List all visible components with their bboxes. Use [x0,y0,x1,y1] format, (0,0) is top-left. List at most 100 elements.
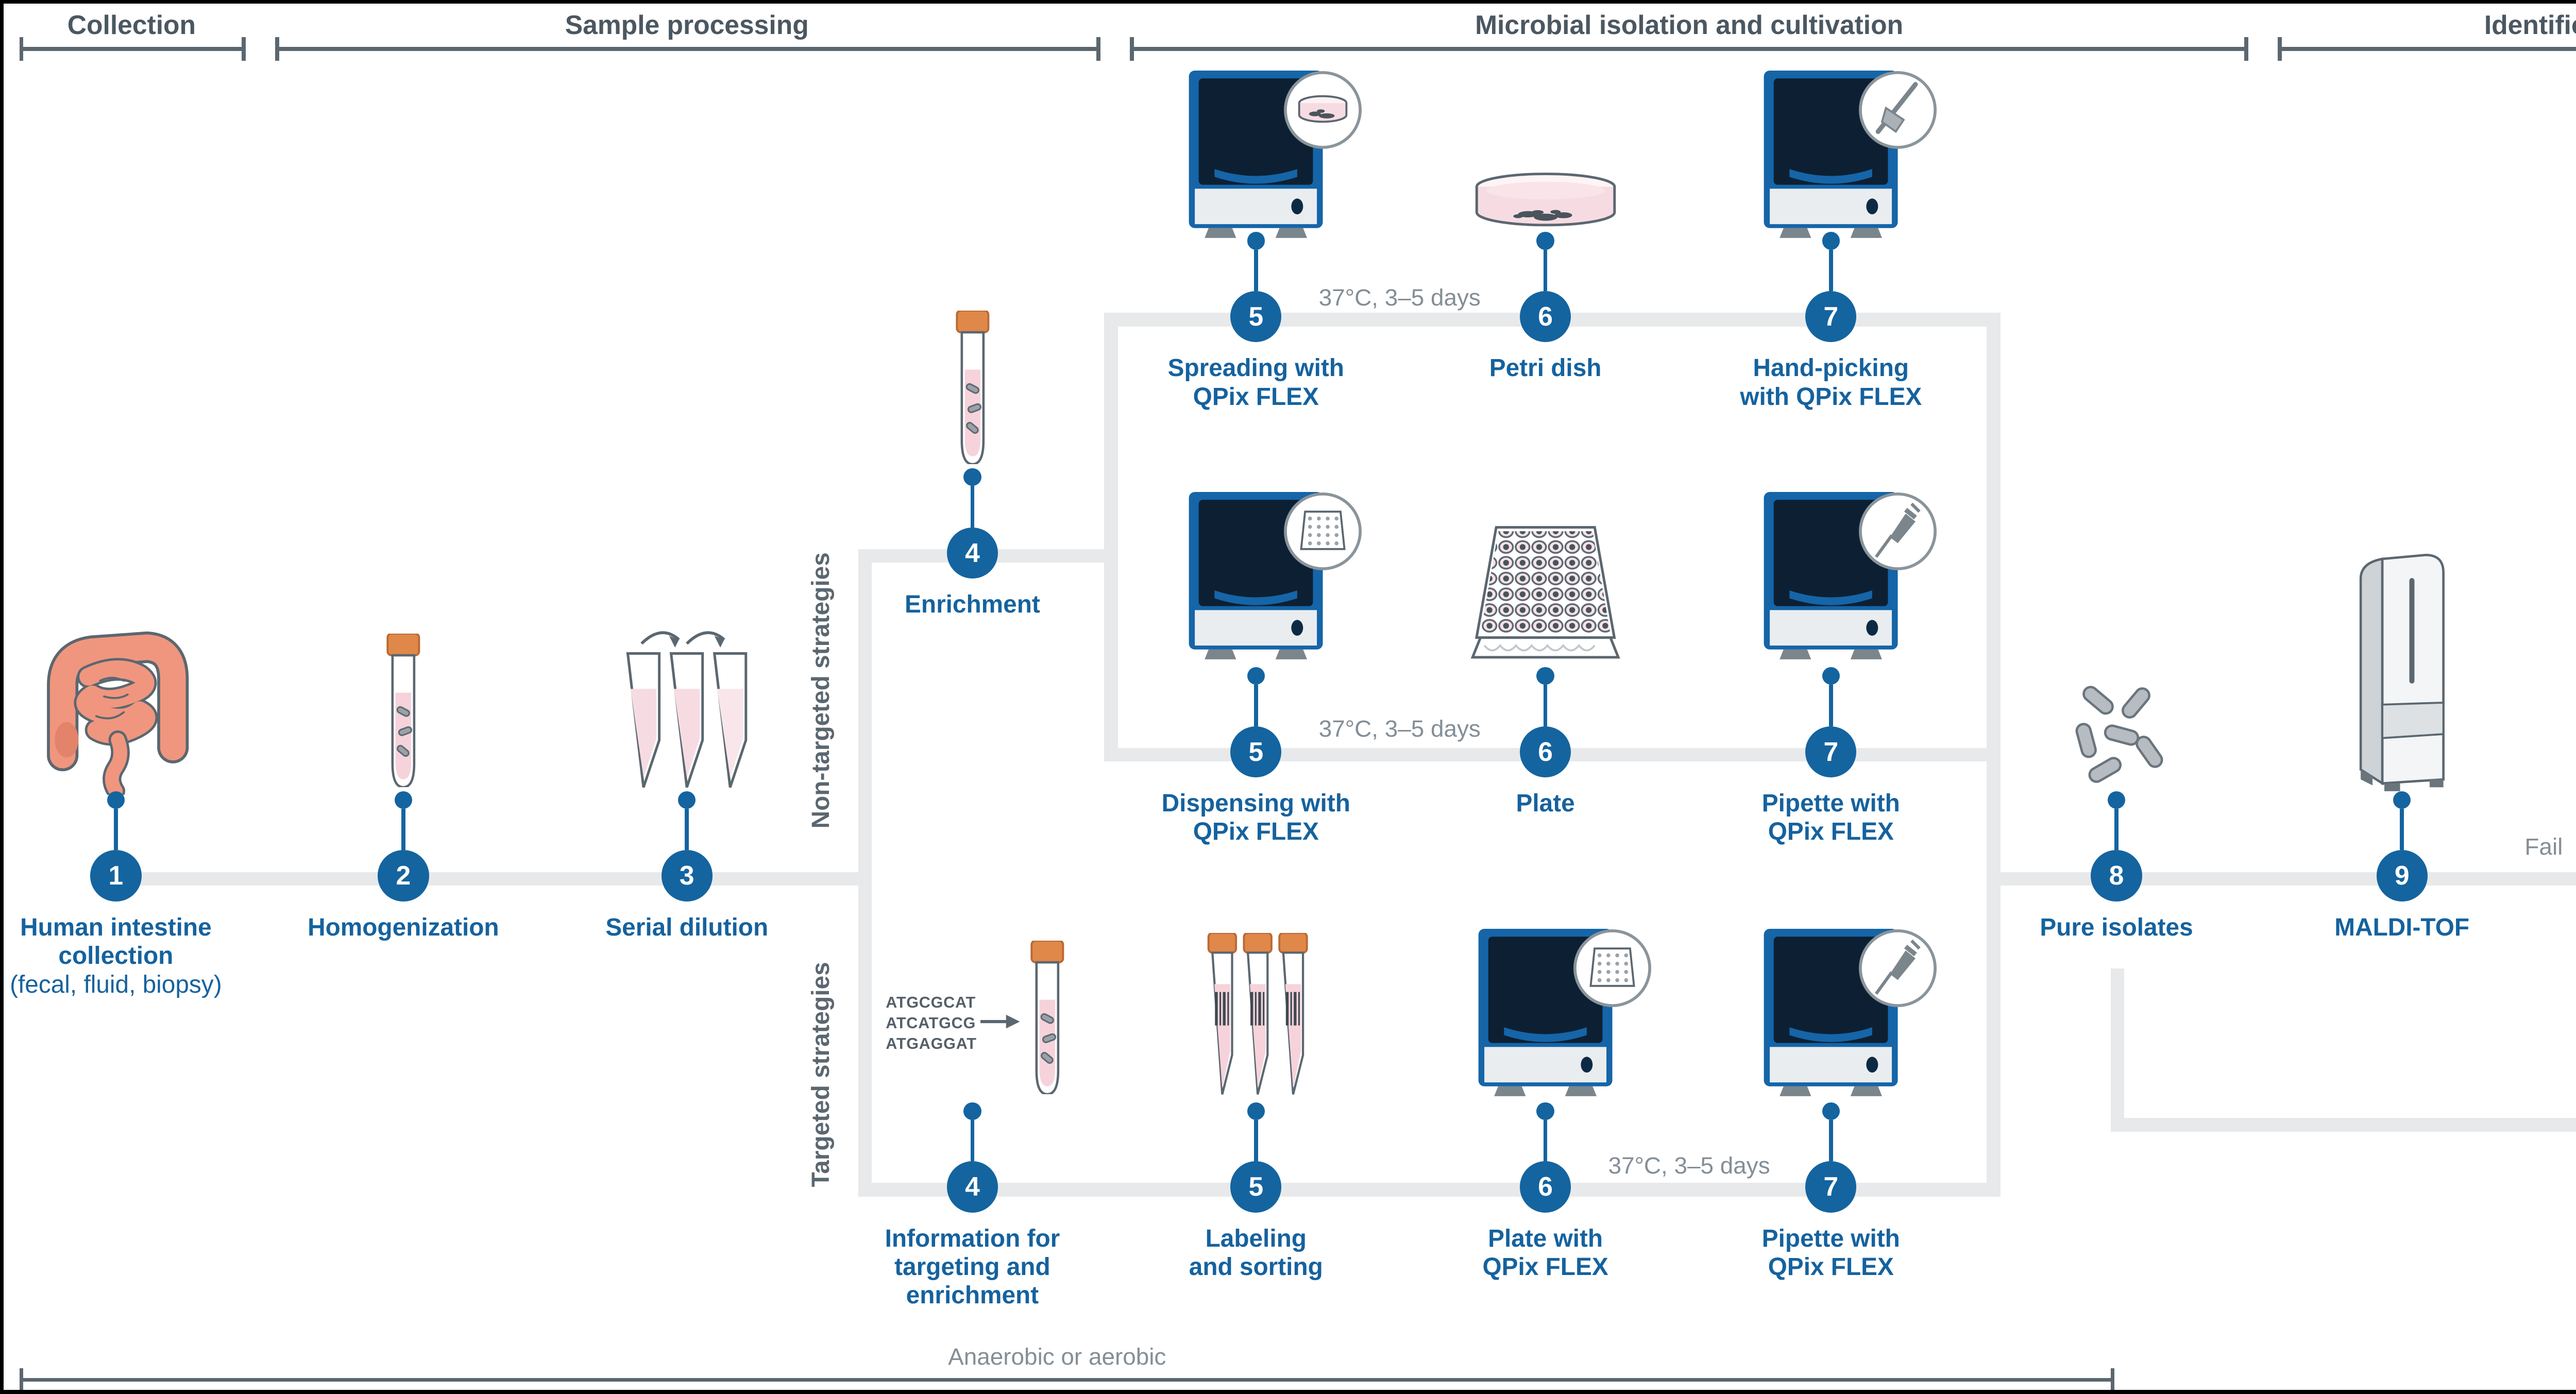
dna-line-1: ATGCGCAT [886,993,976,1011]
stem-line [970,486,975,528]
barcode-tubes-icon [1205,932,1311,1098]
intestine-icon [37,630,195,801]
stem-dot [107,791,125,809]
stem-dot [678,791,696,809]
step-number-badge: 7 [1805,291,1857,343]
qpix-machine-icon-pipette-mid [1760,492,1941,661]
qpix-machine-icon-plate-bottom [1475,929,1656,1098]
step-number-badge: 5 [1230,1161,1282,1213]
step-label: Plate [1516,789,1575,817]
step-label: and sorting [1189,1253,1323,1281]
maldi-tof-icon [2351,547,2457,795]
atmosphere-bracket [19,1368,2115,1390]
phase-bracket-collection [19,37,246,61]
stem-dot [2107,791,2126,809]
stem-line [1543,685,1548,726]
step-label: Pure isolates [2040,913,2193,941]
stem-line [2400,809,2404,851]
step-label: Hand-picking [1753,354,1909,382]
phase-bracket-isolation-cultivation [1130,37,2249,61]
step-sublabel: (fecal, fluid, biopsy) [10,971,222,998]
step-label: Dispensing with [1161,789,1350,817]
stem-dot [963,468,981,486]
stem-dot [1822,232,1840,250]
phase-label-isolation-cultivation: Microbial isolation and cultivation [1475,10,1904,40]
incubation-note-middle: 37°C, 3–5 days [1318,715,1481,742]
dna-line-2: ATCATGCG [886,1014,976,1032]
arrow-line-isolates-down [2110,968,2125,1132]
step-label: Plate with [1488,1225,1603,1252]
step-8-pure-isolates: 8 Pure isolates [1969,791,2264,942]
step-6-plate: 6 Plate [1398,667,1693,818]
step-label: Labeling [1205,1225,1307,1252]
step-label: QPix FLEX [1193,383,1319,411]
step-number-badge: 9 [2376,850,2428,902]
serial-dilution-icon [622,626,752,795]
step-label: Spreading with [1167,354,1344,382]
stem-dot [2393,791,2411,809]
step-label: QPix FLEX [1193,818,1319,846]
well-plate-icon [1465,523,1626,665]
dna-sequence-text: ATGCGCAT ATCATGCG ATGAGGAT [886,992,976,1054]
stem-line [2114,809,2119,851]
stem-line [1253,249,1258,291]
incubation-note-bottom: 37°C, 3–5 days [1608,1152,1770,1179]
stem-dot [963,1102,981,1120]
step-label: Serial dilution [605,913,769,941]
stem-dot [1536,667,1554,685]
flow-line-main-right [1986,872,2576,886]
flow-line-nontargeted-split [1104,313,1118,762]
qpix-machine-icon-dispensing [1185,492,1366,661]
phase-bracket-identification-preservation [2278,37,2576,61]
step-number-badge: 1 [90,850,142,902]
arrow-line-isolates-right [2110,1118,2576,1132]
step-number-badge: 4 [946,1161,998,1213]
step-number-badge: 5 [1230,291,1282,343]
step-number-badge: 8 [2091,850,2142,902]
step-label: Pipette with [1761,1225,1900,1252]
flow-line-main-left [98,872,872,886]
targeting-tube-icon [1024,941,1071,1094]
qpix-machine-icon-handpicking [1760,71,1941,240]
step-number-badge: 6 [1519,1161,1571,1213]
phase-bracket-sample-processing [275,37,1100,61]
fail-note: Fail [2524,833,2563,860]
step-label: Petri dish [1489,354,1602,382]
step-number-badge: 4 [946,527,998,579]
stem-line [1828,249,1833,291]
dna-arrow-icon [980,1012,1020,1031]
qpix-machine-icon-spreading [1185,71,1366,240]
step-number-badge: 6 [1519,291,1571,343]
phase-label-collection: Collection [67,10,196,40]
step-label: QPix FLEX [1768,1253,1894,1281]
incubation-note-top: 37°C, 3–5 days [1318,283,1481,311]
step-number-badge: 7 [1805,1161,1857,1213]
step-number-badge: 3 [661,850,713,902]
petri-dish-icon [1469,169,1622,240]
flow-line-merge [1986,313,2001,1197]
phase-label-sample-processing: Sample processing [565,10,809,40]
stem-line [1253,1120,1258,1162]
sample-tube-icon [380,634,427,787]
qpix-machine-icon-pipette-bottom [1760,929,1941,1098]
stem-line [970,1120,975,1162]
step-label: Homogenization [308,913,499,941]
bacteria-icon [2061,685,2172,791]
stem-dot [1536,1102,1554,1120]
phase-label-identification-preservation: Identification and preservation [2484,10,2576,40]
stem-dot [1536,232,1554,250]
step-6-petri-dish: 6 Petri dish [1398,232,1693,382]
step-number-badge: 2 [378,850,429,902]
step-label: enrichment [906,1282,1039,1310]
step-4-enrichment: 4 Enrichment [825,468,1120,619]
stem-line [1828,1120,1833,1162]
step-label: QPix FLEX [1768,818,1894,846]
stem-dot [1822,1102,1840,1120]
